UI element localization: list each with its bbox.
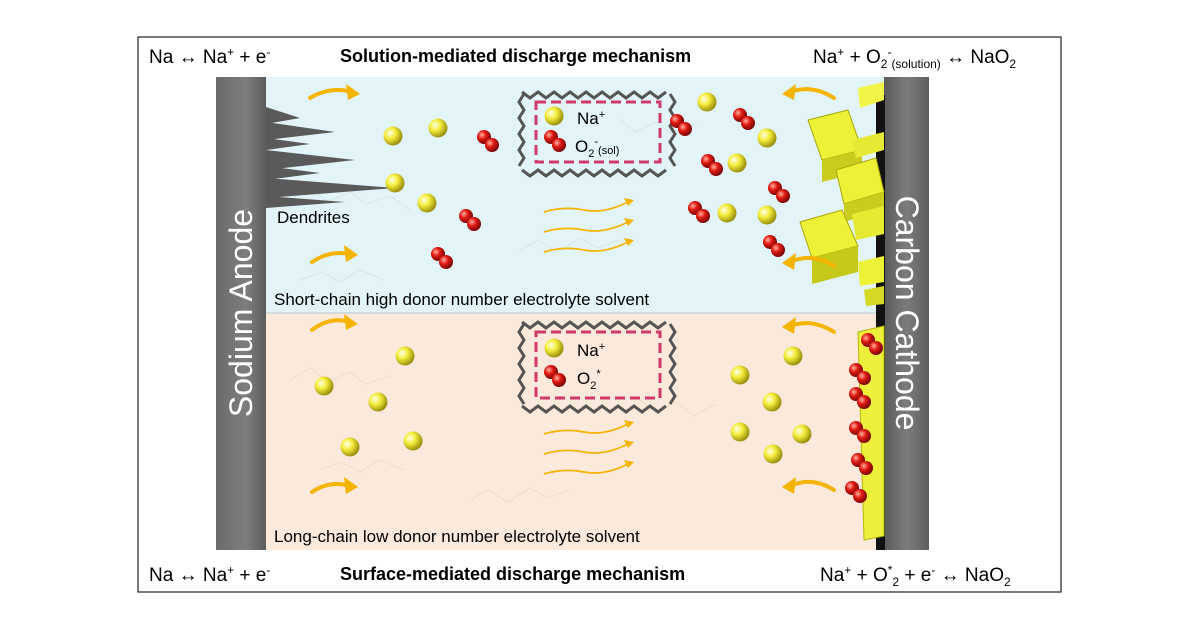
box-bottom-o2: O2* — [577, 368, 601, 392]
box-top-o2: O2-(sol) — [575, 136, 619, 160]
dendrites — [266, 107, 395, 208]
nao2-crystals-top — [799, 82, 885, 306]
carbon-cathode — [884, 77, 929, 550]
cathode-label: Carbon Cathode — [889, 196, 925, 431]
box-top-na: Na+ — [577, 109, 605, 128]
box-bottom-na: Na+ — [577, 341, 605, 360]
top-title: Solution-mediated discharge mechanism — [340, 46, 691, 66]
cathode-edge — [876, 95, 885, 550]
top-electrolyte-region — [265, 77, 885, 313]
box-sodium-ion-bottom — [544, 338, 564, 358]
top-anode-equation: Na ↔ Na+ + e- — [149, 45, 270, 68]
top-cathode-equation: Na+ + O2-(solution) ↔ NaO2 — [813, 45, 1016, 71]
diffusion-arrow-heads — [624, 198, 634, 468]
bottom-anode-equation: Na ↔ Na+ + e- — [149, 563, 270, 586]
box-sodium-ion-top — [544, 106, 564, 126]
diffusion-arrows — [543, 201, 629, 475]
top-species-box — [517, 90, 677, 178]
bottom-species-box — [517, 320, 677, 414]
sodium-anode — [216, 77, 266, 550]
bottom-title: Surface-mediated discharge mechanism — [340, 564, 685, 584]
anode-label: Sodium Anode — [223, 209, 259, 417]
flow-arrow-heads — [344, 84, 796, 494]
bottom-cathode-equation: Na+ + O*2 + e- ↔ NaO2 — [820, 563, 1011, 589]
top-region-label: Short-chain high donor number electrolyt… — [274, 290, 649, 309]
bottom-region-label: Long-chain low donor number electrolyte … — [274, 527, 640, 546]
dendrites-label: Dendrites — [277, 208, 350, 227]
